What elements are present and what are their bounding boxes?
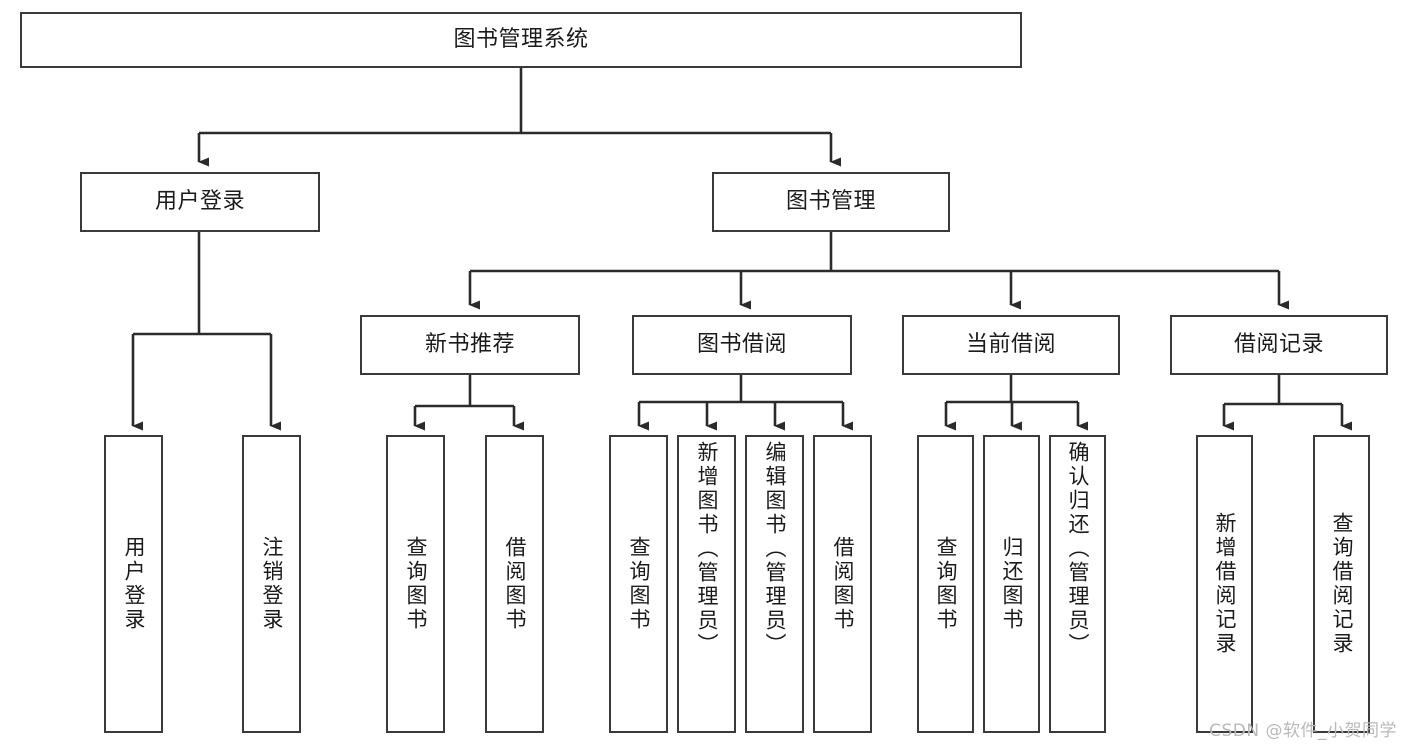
- node-leaf-user-logout-label: 注销登录: [260, 536, 284, 632]
- node-current-borrow-label: 当前借阅: [965, 331, 1056, 357]
- node-root[interactable]: 图书管理系统: [20, 12, 1022, 68]
- csdn-watermark: CSDN @软件_小贺同学: [1209, 721, 1397, 741]
- node-leaf-query-book-3-label: 查询图书: [934, 536, 958, 632]
- node-leaf-user-login[interactable]: 用户登录: [104, 435, 163, 733]
- node-user-login[interactable]: 用户登录: [80, 172, 320, 232]
- node-user-login-label: 用户登录: [154, 188, 245, 214]
- node-leaf-add-book-label: 新增图书（管理员）: [695, 441, 719, 657]
- node-leaf-add-record[interactable]: 新增借阅记录: [1196, 435, 1253, 733]
- node-new-book-recommend[interactable]: 新书推荐: [360, 315, 580, 375]
- node-leaf-borrow-book-2-label: 借阅图书: [831, 536, 855, 632]
- node-leaf-add-book[interactable]: 新增图书（管理员）: [677, 435, 736, 733]
- node-book-borrow[interactable]: 图书借阅: [632, 315, 852, 375]
- node-leaf-return-book-label: 归还图书: [1000, 536, 1024, 632]
- node-leaf-edit-book[interactable]: 编辑图书（管理员）: [745, 435, 804, 733]
- node-leaf-borrow-book-1-label: 借阅图书: [503, 536, 527, 632]
- node-leaf-query-book-1[interactable]: 查询图书: [386, 435, 445, 733]
- node-root-label: 图书管理系统: [453, 26, 589, 52]
- node-leaf-query-book-2[interactable]: 查询图书: [609, 435, 668, 733]
- node-book-borrow-label: 图书借阅: [696, 331, 787, 357]
- node-leaf-return-book[interactable]: 归还图书: [983, 435, 1040, 733]
- node-leaf-borrow-book-2[interactable]: 借阅图书: [813, 435, 872, 733]
- node-leaf-query-record[interactable]: 查询借阅记录: [1313, 435, 1370, 733]
- node-leaf-confirm-return-label: 确认归还（管理员）: [1066, 441, 1090, 657]
- node-leaf-query-book-1-label: 查询图书: [404, 536, 428, 632]
- node-leaf-user-login-label: 用户登录: [122, 536, 146, 632]
- node-current-borrow[interactable]: 当前借阅: [902, 315, 1120, 375]
- node-borrow-record[interactable]: 借阅记录: [1170, 315, 1388, 375]
- node-leaf-borrow-book-1[interactable]: 借阅图书: [485, 435, 544, 733]
- node-book-management-label: 图书管理: [785, 188, 876, 214]
- node-new-book-recommend-label: 新书推荐: [424, 331, 515, 357]
- node-leaf-query-book-3[interactable]: 查询图书: [917, 435, 974, 733]
- node-leaf-user-logout[interactable]: 注销登录: [242, 435, 301, 733]
- node-leaf-query-record-label: 查询借阅记录: [1330, 512, 1354, 656]
- node-book-management[interactable]: 图书管理: [712, 172, 950, 232]
- node-borrow-record-label: 借阅记录: [1233, 331, 1324, 357]
- node-leaf-add-record-label: 新增借阅记录: [1213, 512, 1237, 656]
- node-leaf-confirm-return[interactable]: 确认归还（管理员）: [1049, 435, 1106, 733]
- node-leaf-query-book-2-label: 查询图书: [627, 536, 651, 632]
- node-leaf-edit-book-label: 编辑图书（管理员）: [763, 441, 787, 657]
